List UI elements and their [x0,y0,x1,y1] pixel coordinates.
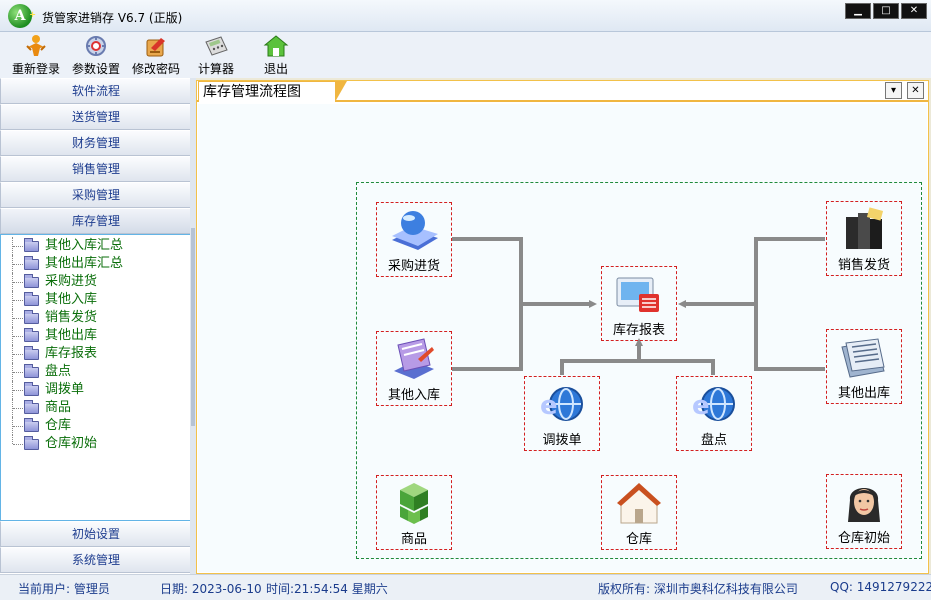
tree-item[interactable]: 其他出库 [1,327,191,345]
tree-item[interactable]: 库存报表 [1,345,191,363]
settings-icon [86,36,106,56]
title-bar: A+ 货管家进销存 V6.7 (正版) ▁ □ ✕ [0,0,931,32]
window-title: 货管家进销存 V6.7 (正版) [42,11,183,25]
folder-icon [24,256,39,270]
house-icon [617,483,661,524]
folder-icon [24,292,39,306]
flow-node-inventory-report[interactable]: 库存报表 [601,266,677,341]
exit-icon [263,35,289,57]
svg-text:e: e [692,391,710,421]
tree-item[interactable]: 其他入库 [1,291,191,309]
calculator-button[interactable]: 计算器 [186,34,246,77]
newspaper-icon [841,338,885,378]
folder-icon [24,364,39,378]
folder-icon [24,328,39,342]
maximize-button[interactable]: □ [873,3,899,19]
flow-node-stocktake[interactable]: e 盘点 [676,376,752,451]
sidebar-section-software-flow[interactable]: 软件流程 [0,78,192,104]
monitor-report-icon [616,277,659,312]
sidebar-section-inventory[interactable]: 库存管理 [0,208,192,234]
sidebar-section-delivery[interactable]: 送货管理 [0,104,192,130]
flow-node-other-outbound[interactable]: 其他出库 [826,329,902,404]
tab-list-dropdown[interactable]: ▾ [885,82,902,99]
flow-node-goods[interactable]: 商品 [376,475,452,550]
folder-icon [24,418,39,432]
close-tab-button[interactable]: ✕ [907,82,924,99]
inbound-edit-icon [394,338,434,379]
calculator-icon [205,36,228,56]
status-time: 时间:21:54:54 星期六 [266,582,388,596]
connector-right-outbound [754,237,825,371]
folder-icon [24,274,39,288]
cubes-icon [400,483,428,524]
minimize-button[interactable]: ▁ [845,3,871,19]
status-current-user: 当前用户: 管理员 [18,582,110,596]
person-avatar-icon [848,488,880,522]
change-password-button[interactable]: 修改密码 [126,34,186,77]
sidebar-section-purchase[interactable]: 采购管理 [0,182,192,208]
tab-bar: 库存管理流程图 ▾ ✕ [197,81,928,102]
ie-globe-icon: e [540,387,583,421]
flow-node-purchase[interactable]: 采购进货 [376,202,452,277]
status-bar: 当前用户: 管理员 日期: 2023-06-10 时间:21:54:54 星期六… [0,574,931,600]
flowchart-canvas: 采购进货 其他入库 库存报表 e [198,104,927,572]
app-logo: A+ [8,4,36,28]
settings-button[interactable]: 参数设置 [66,34,126,77]
tree-item[interactable]: 其他入库汇总 [1,237,191,255]
ie-globe-icon: e [692,387,735,421]
tree-item[interactable]: 销售发货 [1,309,191,327]
tree-item[interactable]: 其他出库汇总 [1,255,191,273]
globe-book-icon [392,211,438,250]
folder-icon [24,310,39,324]
tree-item[interactable]: 商品 [1,399,191,417]
toolbar: 重新登录 参数设置 修改密码 计算器 退出 [0,32,931,78]
flowchart-frame [356,182,922,559]
tree-item[interactable]: 盘点 [1,363,191,381]
status-date: 日期: 2023-06-10 [160,582,262,596]
inventory-tree: 其他入库汇总 其他出库汇总 采购进货 其他入库 销售发货 其他出库 库存报表 盘… [0,234,192,521]
sidebar-section-initial-setup[interactable]: 初始设置 [0,521,192,547]
flow-node-sales-delivery[interactable]: 销售发货 [826,201,902,276]
sidebar: 软件流程 送货管理 财务管理 销售管理 采购管理 库存管理 其他入库汇总 其他出… [0,78,192,574]
svg-text:e: e [540,391,558,421]
tab-inventory-flowchart[interactable]: 库存管理流程图 [198,81,347,102]
tree-item[interactable]: 调拨单 [1,381,191,399]
change-password-icon [146,38,165,57]
folder-icon [24,436,39,450]
flow-node-transfer[interactable]: e 调拨单 [524,376,600,451]
main-panel: 库存管理流程图 ▾ ✕ [196,80,929,574]
sidebar-section-system[interactable]: 系统管理 [0,547,192,573]
folder-icon [24,346,39,360]
tree-item[interactable]: 仓库 [1,417,191,435]
flow-node-warehouse-init[interactable]: 仓库初始 [826,474,902,549]
flow-node-warehouse[interactable]: 仓库 [601,475,677,550]
sidebar-section-finance[interactable]: 财务管理 [0,130,192,156]
tree-item[interactable]: 仓库初始 [1,435,191,453]
folder-icon [24,238,39,252]
status-qq: QQ: 1491279222 [830,580,931,594]
close-window-button[interactable]: ✕ [901,3,927,19]
connector-bottom-branch [560,359,715,375]
flow-node-other-inbound[interactable]: 其他入库 [376,331,452,406]
connector-left-inbound [452,237,523,371]
tree-item[interactable]: 采购进货 [1,273,191,291]
folder-icon [24,382,39,396]
relogin-button[interactable]: 重新登录 [6,34,66,77]
exit-button[interactable]: 退出 [246,34,306,77]
folder-icon [24,400,39,414]
books-icon [846,207,884,249]
flow-connectors [452,237,825,375]
relogin-icon [26,35,46,56]
sidebar-section-sales[interactable]: 销售管理 [0,156,192,182]
status-copyright: 版权所有: 深圳市奥科亿科技有限公司 [598,582,798,596]
sidebar-splitter[interactable] [190,78,196,574]
